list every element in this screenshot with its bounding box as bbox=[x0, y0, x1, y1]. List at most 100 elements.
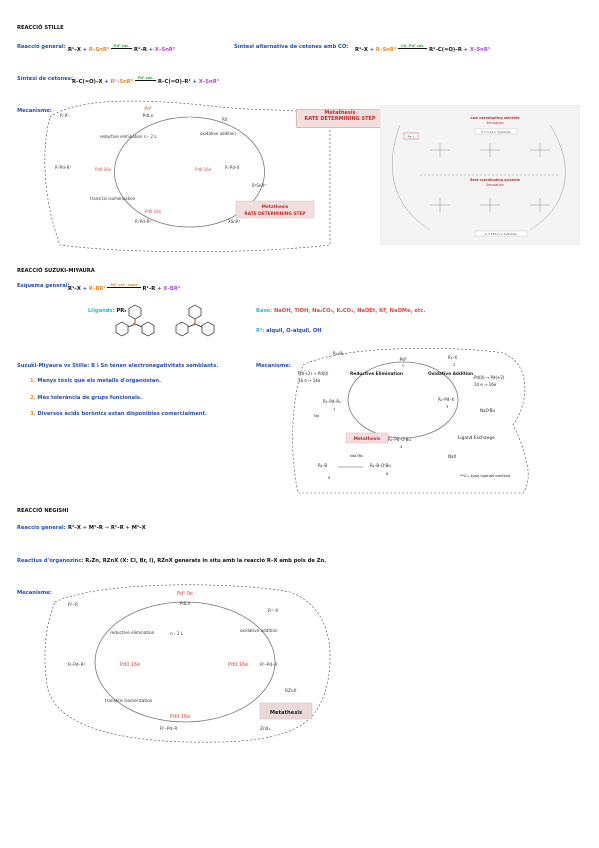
stille-ketones-label: Síntesi de cetones: bbox=[17, 76, 73, 82]
negishi-dashed-outline bbox=[44, 584, 331, 743]
stille-stannane-out: XSnR³ bbox=[228, 219, 241, 224]
negishi-right-species: R¹–Pd–X bbox=[260, 662, 277, 668]
stille-left-label: PdII 16e bbox=[95, 167, 112, 172]
suzuki-ligand-exchange: Ligand Exchange bbox=[458, 435, 495, 441]
suzuki-metathesis-label: Metathesis bbox=[354, 436, 381, 442]
stille-reductive-elimination: reductive elimination bbox=[100, 134, 143, 139]
suzuki-sp7n: 7 bbox=[333, 407, 336, 412]
panel-high-title: Best coordinating solvents bbox=[470, 178, 520, 182]
suzuki-point-3: 3. Diversos àcids borònics estan disponi… bbox=[30, 411, 207, 417]
stille-bottom-label: PdII 16e bbox=[145, 209, 162, 214]
stille-minus-2l: n - 2 L bbox=[144, 134, 157, 139]
stille-right-label: PdII 16e bbox=[195, 167, 212, 172]
suzuki-base-label: Base: NaOH, TlOH, Na₂CO₃, K₂CO₃, NaOEt, … bbox=[256, 308, 426, 314]
negishi-left-label: PdII 16e bbox=[120, 662, 140, 668]
suzuki-title: REACCIÓ SUZUKI-MIYAURA bbox=[17, 268, 95, 274]
stille-cycle-arc bbox=[114, 116, 265, 228]
suzuki-borate-n: 6 bbox=[386, 471, 389, 476]
negishi-oxidative-addition: oxidative addition bbox=[240, 628, 278, 633]
suzuki-oa-label: Oxidative Addition bbox=[428, 371, 473, 377]
suzuki-re-note1: Pd(+2) → Pd(0) bbox=[298, 371, 329, 376]
suzuki-cycle-diagram: Pd⁰ 1 R₁–R₂ Reductive Elimination Pd(+2)… bbox=[292, 347, 529, 494]
stille-isomerization: trans/cis isomerization bbox=[90, 196, 136, 201]
suzuki-cat-num: 1 bbox=[402, 363, 405, 368]
suzuki-footnote: **2 L type ligands omitted bbox=[460, 473, 511, 478]
suzuki-sp4n: 4 bbox=[400, 444, 403, 449]
stille-bottom-species: R–Pd–R¹ bbox=[135, 219, 152, 224]
suzuki-r2-label: R²: alquil, O-alquil, OH bbox=[256, 328, 322, 334]
stille-stannane-in: R¹SnR³ bbox=[252, 183, 266, 188]
stille-co-equation: R¹–X + R–SnR³ CO, Pd⁰ cat. R¹–C(=O)–R + … bbox=[355, 44, 491, 53]
negishi-cycle-diagram: Pd⁰ 0e PdLn R¹–R reductive elimination n… bbox=[44, 584, 331, 743]
stille-pdln: PdLn bbox=[143, 113, 154, 119]
suzuki-borate: R₂–B–OᵗBu bbox=[370, 463, 391, 468]
negishi-reductive-elimination: reductive elimination bbox=[110, 630, 155, 635]
stille-cycle-diagram: Pd⁰ PdLn reductive elimination n - 2 L o… bbox=[44, 100, 331, 253]
suzuki-naotbu: NaOᵗBu bbox=[480, 408, 496, 413]
suzuki-sp4: R₁–Pd–OᵗBu bbox=[388, 437, 411, 442]
negishi-cycle-arc bbox=[94, 601, 276, 723]
negishi-znx2: ZnX₂ bbox=[260, 726, 271, 732]
panel-pd-label: Pd–L bbox=[408, 135, 415, 139]
negishi-mechanism-label: Mecanisme: bbox=[17, 590, 52, 596]
stille-left-species: R–Pd–R¹ bbox=[55, 165, 72, 170]
stille-detail-panel: Low coordinating solvents Senolation S =… bbox=[380, 105, 580, 245]
panel-note-top: S = ≥ 16 e⁻ hydroxide bbox=[481, 130, 511, 134]
stille-rds-label: RATE DETERMINING STEP bbox=[244, 211, 305, 217]
suzuki-borane-n: 5 bbox=[328, 475, 331, 480]
suzuki-cycle-arc bbox=[347, 361, 459, 439]
panel-high-sub: Senolation bbox=[486, 183, 503, 187]
suzuki-sp3n: 3 bbox=[446, 404, 449, 409]
suzuki-oa-note1: Pd(0) → Pd(+2) bbox=[474, 375, 505, 380]
suzuki-nax: NaX bbox=[448, 454, 456, 459]
panel-note-bottom: S = 18% in ≥ hydroxide bbox=[485, 232, 516, 236]
suzuki-nao3: Na bbox=[314, 414, 319, 418]
negishi-bottom-label: PdII 16e bbox=[170, 714, 190, 720]
stille-right-species: R–Pd–X bbox=[225, 165, 240, 170]
suzuki-pd0: Pd⁰ bbox=[399, 357, 406, 363]
suzuki-r1r2: R₁–R₂ bbox=[333, 351, 344, 356]
negishi-general-equation: R¹–X + M¹–R → R¹–R + M¹–X bbox=[68, 525, 146, 531]
panel-low-title: Low coordinating solvents bbox=[471, 116, 520, 120]
suzuki-re-note2: 16 e → 14e bbox=[298, 378, 321, 383]
stille-ketones-equation: R–C(=O)–X + R¹–SnR³ Pd⁰ cat. R–C(=O)–R¹ … bbox=[72, 76, 219, 85]
suzuki-ligands-label: Lligands: PR₃ bbox=[88, 308, 127, 314]
suzuki-point-2: 2. Més tolerància de grups funcionals. bbox=[30, 395, 142, 401]
stille-oxidative-addition: oxidative addition bbox=[200, 131, 236, 136]
ligand-1-p-label: P bbox=[133, 322, 136, 327]
stille-co-label: Síntesi alternativa de cetones amb CO: bbox=[234, 44, 349, 50]
suzuki-ligand-structures: P P bbox=[115, 304, 215, 337]
suzuki-nao2: NaOᵗBu bbox=[350, 454, 364, 458]
negishi-pd0-label: Pd⁰ 0e bbox=[177, 591, 193, 597]
suzuki-r1x: R₁–X bbox=[448, 355, 457, 360]
suzuki-dashed-outline bbox=[292, 347, 529, 494]
suzuki-metathesis-box bbox=[345, 432, 389, 444]
stille-dashed-outline bbox=[44, 100, 331, 253]
suzuki-oa-note2: 14 e → 16e bbox=[474, 382, 497, 387]
negishi-r-r1: R¹–R bbox=[68, 602, 78, 608]
negishi-metathesis-box bbox=[259, 702, 313, 720]
suzuki-mechanism-label: Mecanisme: bbox=[256, 363, 291, 369]
panel-low-sub: Senolation bbox=[486, 121, 503, 125]
stille-title: REACCIÓ STILLE bbox=[17, 25, 64, 31]
stille-general-label: Reacció general: bbox=[17, 44, 66, 50]
negishi-left-species: R–Pd–R¹ bbox=[68, 662, 86, 668]
stille-rx: RX bbox=[222, 117, 228, 122]
stille-pd0-label: Pd⁰ bbox=[144, 106, 152, 112]
suzuki-borane: R₂–B bbox=[318, 463, 327, 468]
stille-general-equation: R¹–X + R–SnR³ Pd⁰ cat. R¹–R + X–SnR³ bbox=[68, 44, 176, 53]
stille-metathesis-label: Metathesis bbox=[262, 204, 289, 210]
suzuki-sp7: R₁–Pd–R₂ bbox=[323, 399, 341, 404]
negishi-bottom-species: R¹–Pd–R bbox=[160, 726, 177, 732]
negishi-title: REACCIÓ NEGISHI bbox=[17, 508, 69, 514]
stille-metathesis-box bbox=[235, 200, 315, 219]
negishi-metathesis-label: Metathesis bbox=[270, 710, 302, 716]
negishi-isomerization: trans/cis isomerization bbox=[105, 698, 153, 703]
negishi-organozinc-label: Reactius d'organozinc: R₂Zn, RZnX (X: Cl… bbox=[17, 558, 327, 564]
suzuki-scheme-equation: R¹–X + R–BR² Pd⁰ cat., base R¹–R + X–BR² bbox=[68, 283, 181, 292]
negishi-pdln: PdLn bbox=[180, 601, 191, 607]
negishi-right-label: PdII 16e bbox=[228, 662, 248, 668]
suzuki-compare-text: Suzuki-Miyaura vs Stille: B i Sn tenen e… bbox=[17, 363, 219, 369]
suzuki-point-1: 1. Menys tòxic que els metalls d'organos… bbox=[30, 378, 162, 384]
suzuki-scheme-label: Esquema general: bbox=[17, 283, 70, 289]
